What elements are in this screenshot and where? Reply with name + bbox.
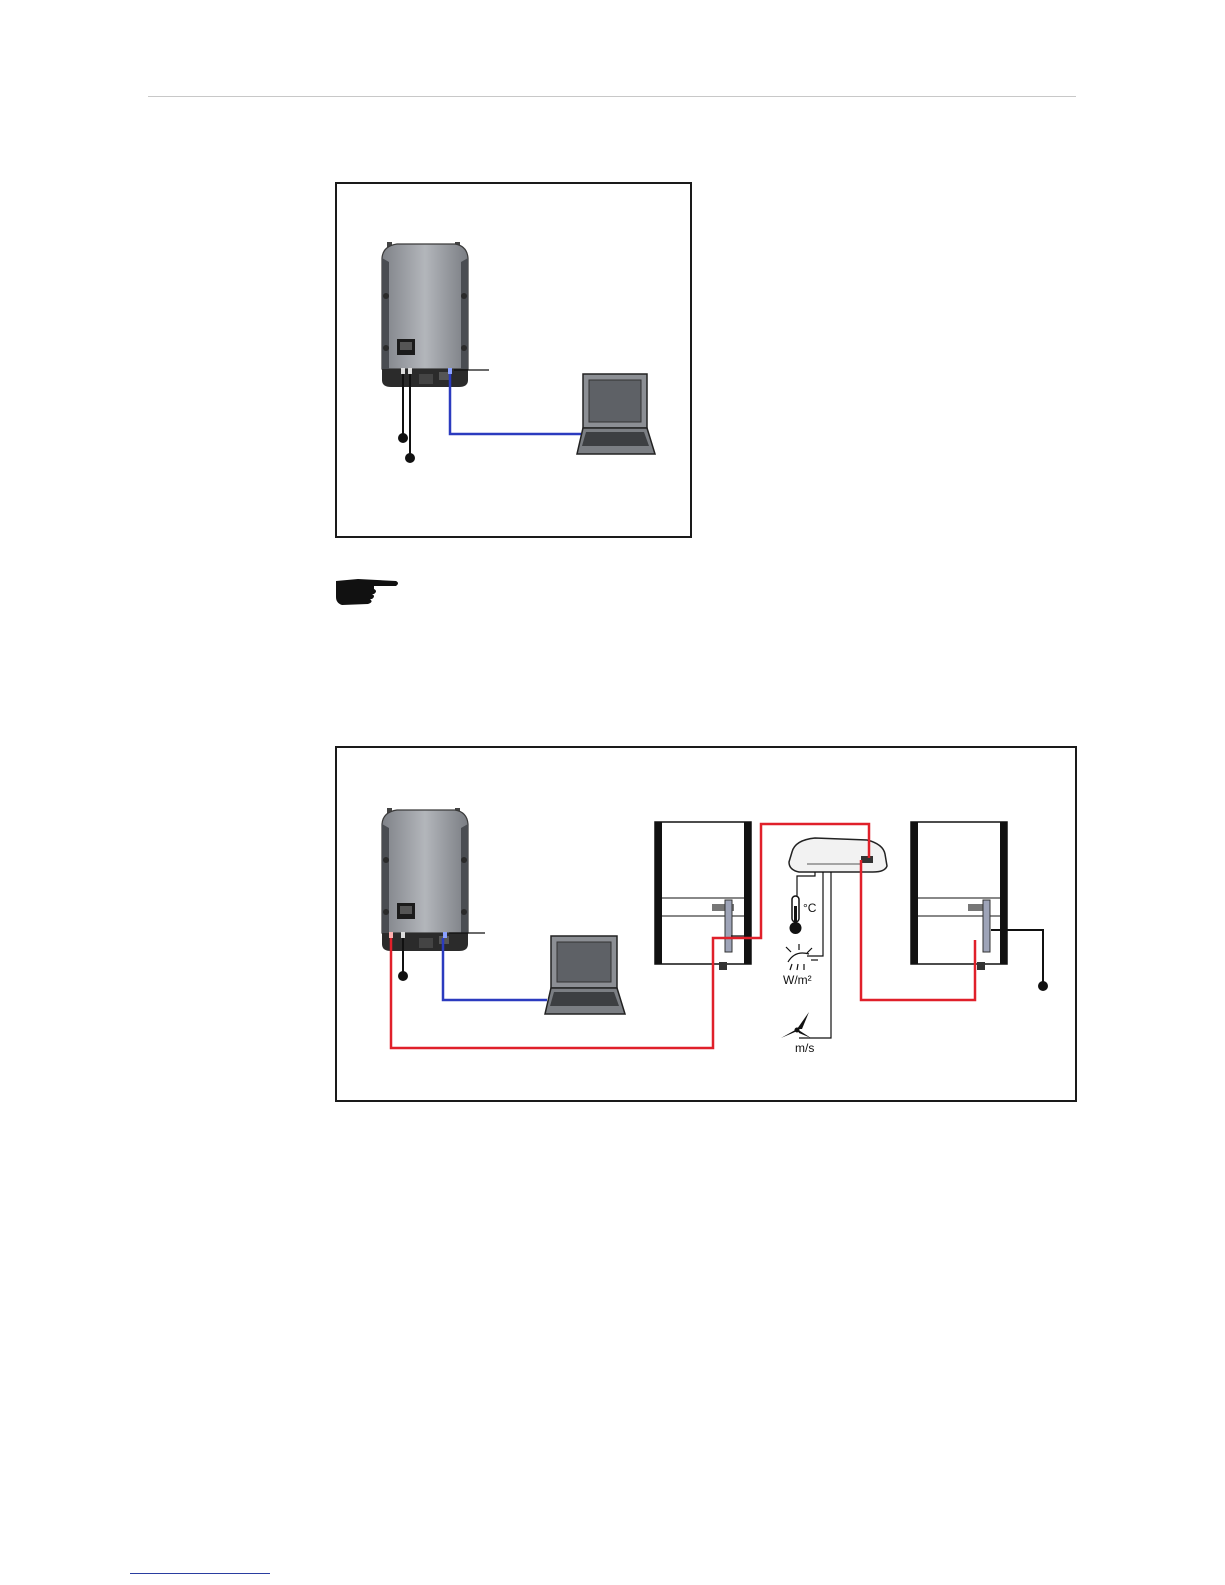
figure-inverters-with-sensorbox: °C W/m² m/s: [335, 746, 1077, 1102]
thermometer-icon: [790, 896, 802, 934]
inverter-unit-right: [911, 822, 1007, 970]
inverter-unit-middle: [655, 822, 751, 970]
diagram-inverter-pc: [337, 184, 690, 536]
sensor-box: [789, 838, 887, 872]
network-cable: [450, 374, 582, 434]
header-rule: [148, 96, 1076, 97]
irradiance-label: W/m²: [783, 973, 812, 987]
inverter-unit: [382, 242, 468, 387]
anemometer-icon: [781, 1012, 811, 1038]
laptop-pc: [577, 374, 655, 454]
sensor-wires: [797, 872, 831, 1038]
temperature-label: °C: [803, 901, 817, 915]
laptop-pc: [545, 936, 625, 1014]
sun-irradiance-icon: [786, 944, 818, 970]
footer-link-rule: [130, 1573, 270, 1574]
pointing-hand-icon: [332, 575, 402, 609]
inverter-unit-main: [382, 808, 468, 951]
wind-label: m/s: [795, 1041, 814, 1055]
figure-inverter-to-pc: [335, 182, 692, 538]
termination-plugs: [398, 374, 415, 463]
diagram-datcom-network: °C W/m² m/s: [337, 748, 1075, 1100]
